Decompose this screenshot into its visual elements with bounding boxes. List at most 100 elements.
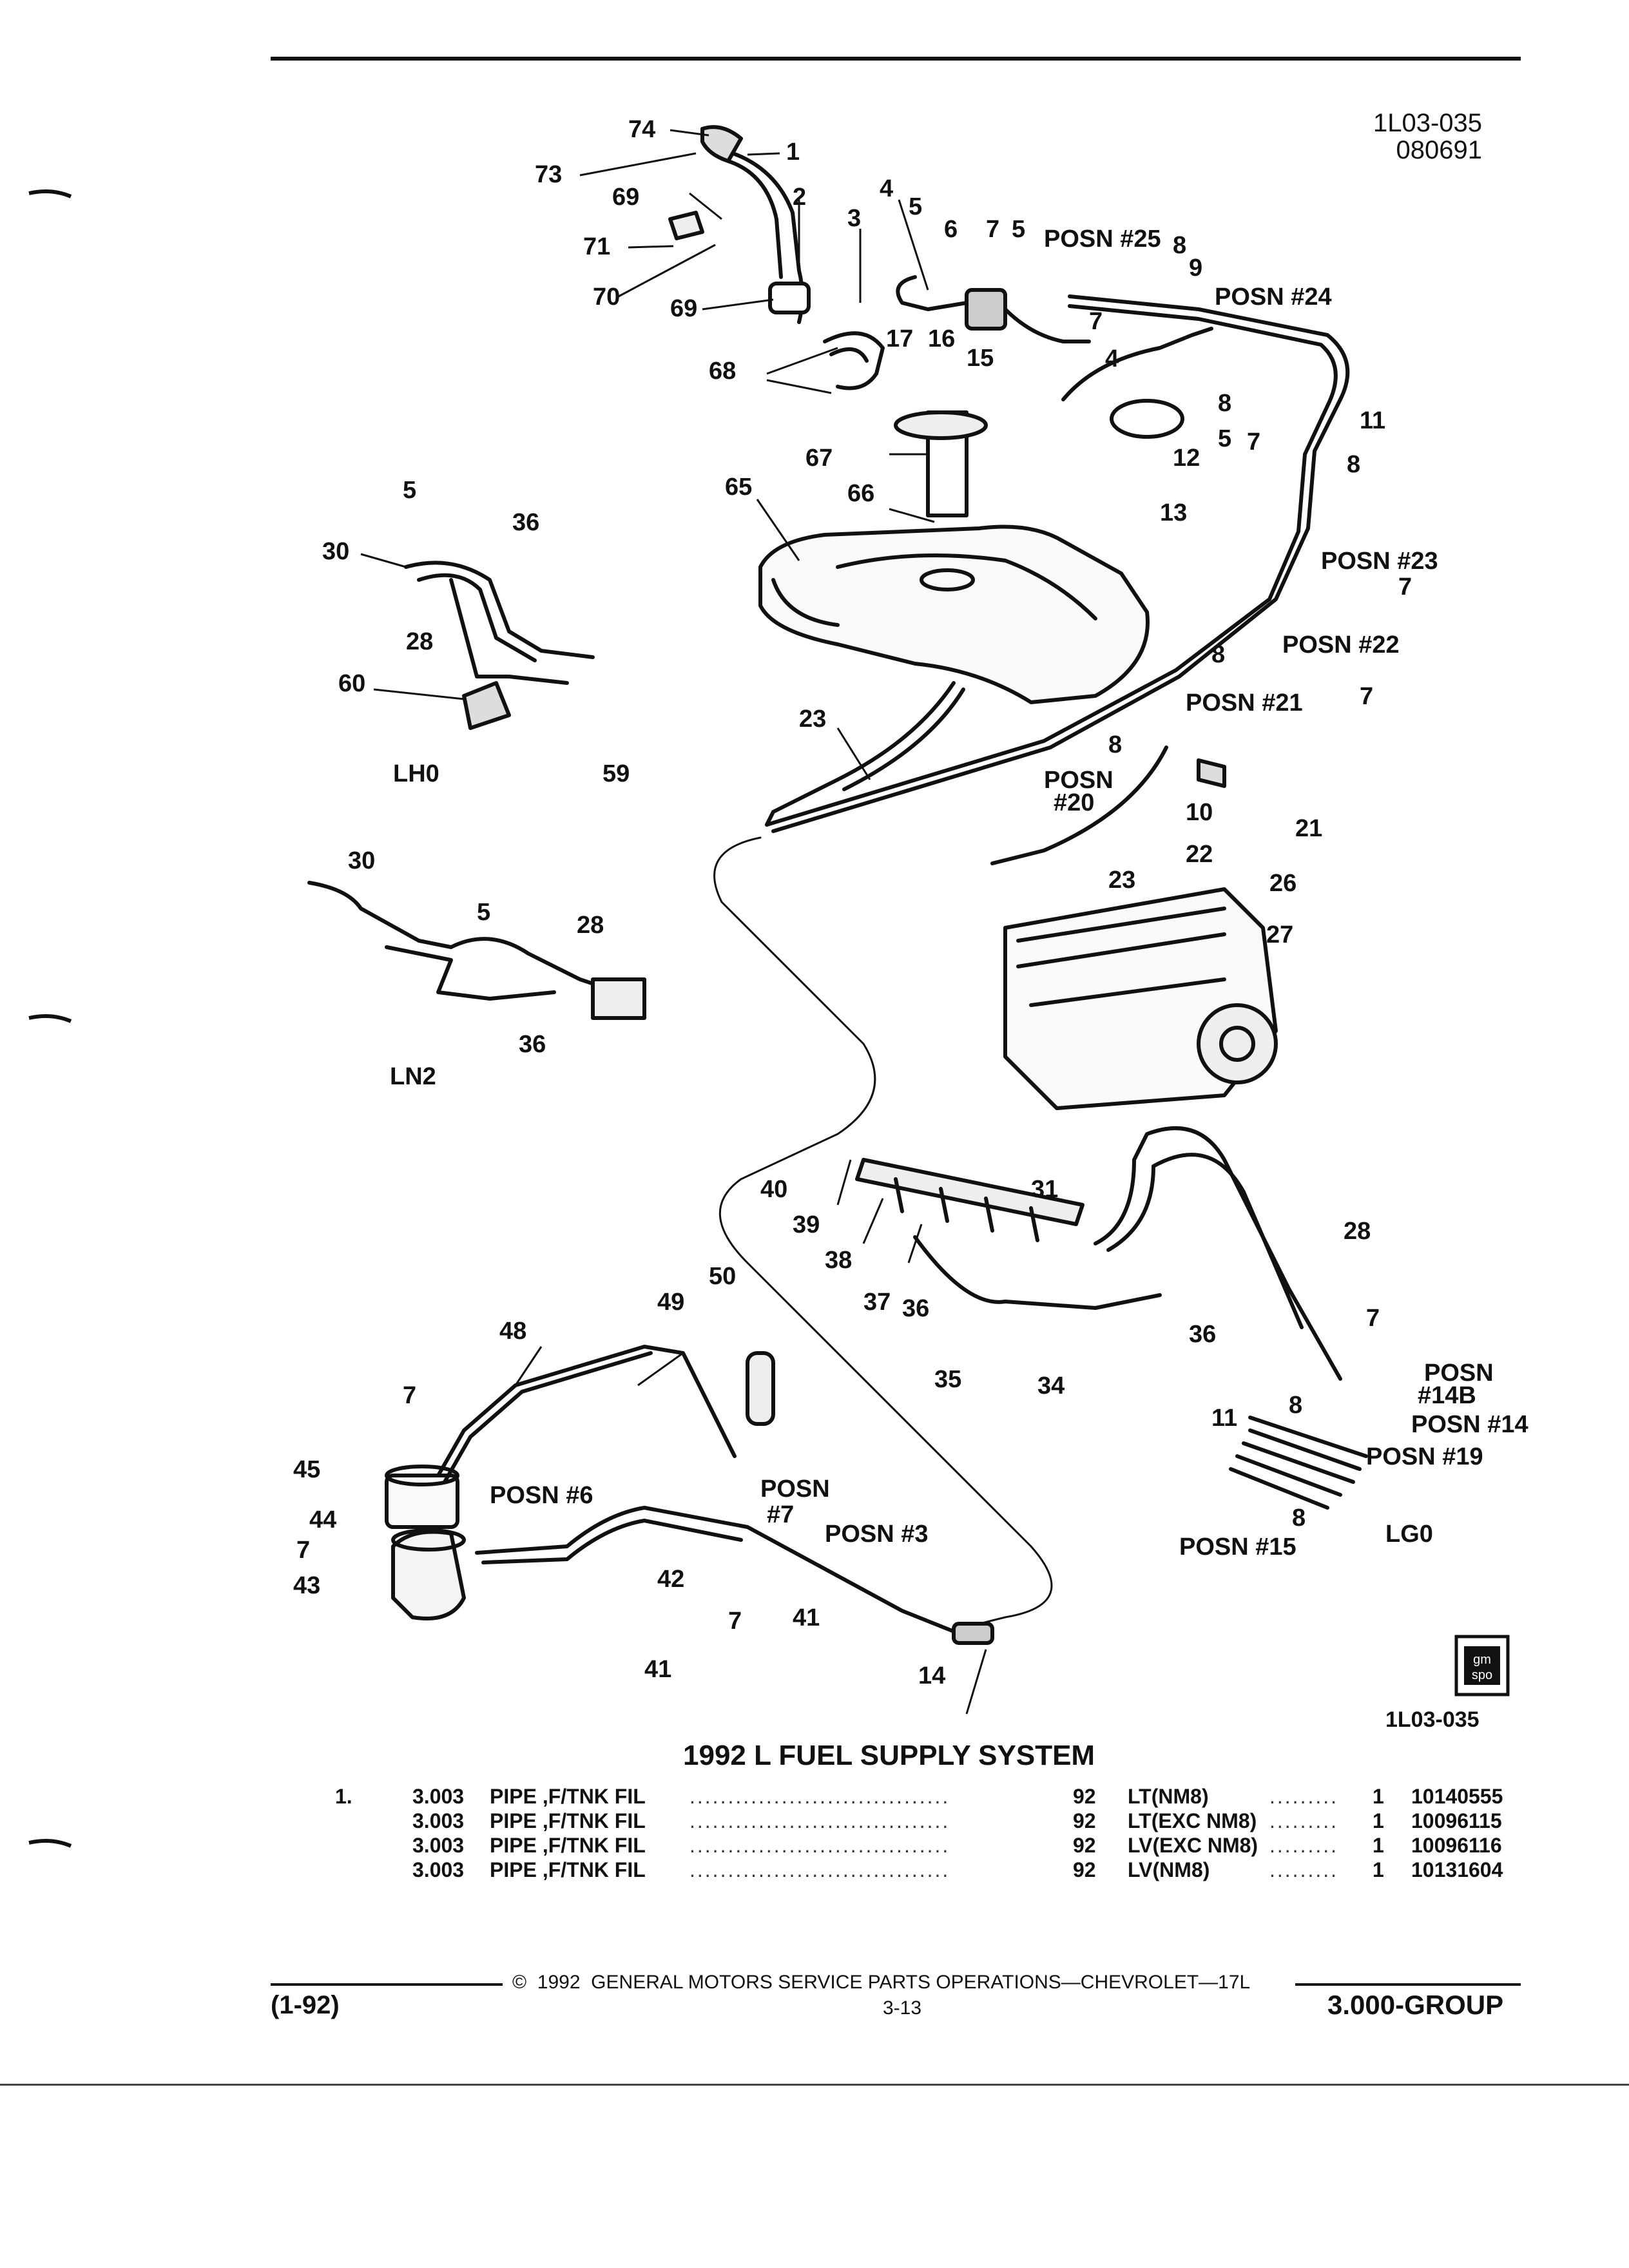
callout-label: 65: [725, 474, 753, 501]
leader-dots: .........: [1269, 1809, 1339, 1832]
footer-rule-right: [1295, 1983, 1521, 1986]
parts-quantity: 1: [1373, 1785, 1384, 1808]
callout-label: 7: [296, 1537, 311, 1564]
ln2-hose: [307, 881, 621, 994]
parts-year: 92: [1073, 1809, 1096, 1832]
callout-label: 37: [863, 1289, 891, 1316]
gm-spo-logo: gm spo: [1454, 1635, 1510, 1696]
callout-label: 10: [1186, 799, 1213, 826]
parts-model: LT(NM8): [1128, 1785, 1209, 1808]
callout-label: 2: [793, 184, 807, 211]
callout-label: #20: [1054, 789, 1095, 816]
callout-label: 41: [793, 1604, 820, 1631]
callout-label: 50: [709, 1263, 737, 1290]
parts-description: PIPE ,F/TNK FIL: [490, 1785, 646, 1808]
leader-dots: ..................................: [689, 1858, 950, 1881]
callout-label: 23: [1108, 867, 1136, 894]
callout-label: 12: [1173, 445, 1200, 472]
fuel-tank: [758, 524, 1150, 704]
parts-year: 92: [1073, 1858, 1096, 1881]
footer-rule-left: [271, 1983, 503, 1986]
parts-model: LT(EXC NM8): [1128, 1809, 1257, 1832]
lh0-hose: [404, 561, 595, 659]
callout-label: POSN #21: [1186, 689, 1303, 716]
callout-label: 42: [657, 1566, 685, 1593]
callout-label: 40: [760, 1176, 788, 1203]
callout-label: 7: [1089, 308, 1103, 335]
callout-label: 7: [728, 1608, 742, 1635]
callout-label: 26: [1269, 870, 1297, 897]
svg-text:spo: spo: [1472, 1668, 1492, 1682]
callout-label: POSN #3: [825, 1521, 929, 1548]
callout-label: 7: [403, 1382, 417, 1409]
filler-neck-clamp: [768, 282, 811, 314]
callout-label: 8: [1173, 232, 1187, 259]
parts-code: 3.003: [412, 1809, 465, 1832]
callout-label: POSN #22: [1282, 631, 1400, 658]
callout-label: 17: [886, 325, 914, 352]
page-number: 3-13: [883, 1997, 922, 2019]
callout-label: 5: [909, 193, 923, 220]
callout-label: POSN #14: [1411, 1411, 1528, 1438]
callout-label: 8: [1289, 1392, 1303, 1419]
callout-label: 36: [512, 509, 540, 536]
callout-label: 39: [793, 1211, 820, 1238]
callout-label: 27: [1266, 921, 1294, 948]
callout-label: 7: [1366, 1305, 1380, 1332]
callout-label: 13: [1160, 499, 1188, 526]
seal-ring: [1110, 399, 1184, 439]
tank-strap: [765, 681, 956, 827]
callout-label: 74: [628, 116, 656, 143]
callout-label: 49: [657, 1289, 685, 1316]
callout-label: 11: [1360, 407, 1386, 434]
callout-label: 3: [847, 205, 862, 232]
callout-label: 28: [1344, 1218, 1371, 1245]
callout-label: 22: [1186, 841, 1213, 868]
svg-text:gm: gm: [1473, 1653, 1491, 1667]
parts-model: LV(EXC NM8): [1128, 1834, 1258, 1857]
callout-label: 7: [1398, 573, 1412, 601]
callout-label: 15: [967, 345, 994, 372]
fuel-system-diagram: gm spo: [307, 125, 1510, 1715]
leader-dots: .........: [1269, 1785, 1339, 1808]
callout-label: #14B: [1418, 1382, 1476, 1409]
parts-year: 92: [1073, 1834, 1096, 1857]
vapor-hose: [823, 331, 885, 390]
leader-dots: .........: [1269, 1834, 1339, 1857]
fuel-rail: [855, 1158, 1084, 1226]
tank-strap-rear: [990, 745, 1168, 865]
parts-quantity: 1: [1373, 1858, 1384, 1881]
callout-label: 41: [644, 1656, 672, 1683]
callout-label: 28: [577, 912, 604, 939]
callout-label: 30: [348, 847, 376, 874]
callout-label: 5: [1012, 216, 1026, 243]
leader-dots: ..................................: [689, 1809, 950, 1832]
callout-label: 69: [612, 184, 640, 211]
callout-label: 35: [934, 1366, 962, 1393]
callout-label: 59: [602, 760, 630, 787]
bracket-71: [668, 211, 704, 240]
top-rule: [271, 57, 1521, 61]
callout-label: 43: [293, 1572, 321, 1599]
punch-marks: [28, 189, 72, 1848]
parts-number: 10096115: [1411, 1809, 1502, 1832]
callout-label: 8: [1218, 390, 1232, 417]
parts-code: 3.003: [412, 1858, 465, 1881]
parts-model: LV(NM8): [1128, 1858, 1210, 1881]
parts-code: 3.003: [412, 1834, 465, 1857]
parts-ref: 1.: [335, 1785, 352, 1808]
callout-label: 8: [1292, 1504, 1306, 1532]
callout-label: 5: [477, 899, 491, 926]
canister: [391, 1530, 466, 1620]
callout-label: 7: [986, 216, 1000, 243]
callout-label: 44: [309, 1506, 337, 1533]
callout-label: 28: [406, 628, 434, 655]
callout-label: 23: [799, 706, 827, 733]
callout-label: 7: [1360, 683, 1374, 710]
callout-label: 70: [593, 284, 621, 311]
callout-label: #7: [767, 1501, 795, 1528]
callout-label: 6: [944, 216, 958, 243]
